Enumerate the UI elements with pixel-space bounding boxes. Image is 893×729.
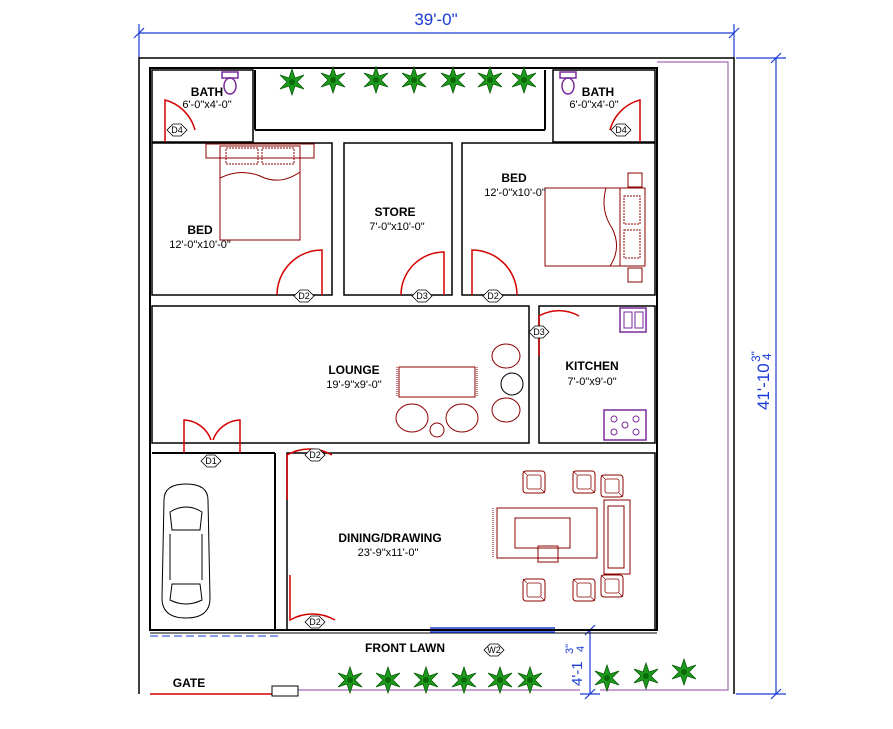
bath-right-name: BATH: [582, 85, 614, 99]
door-swing-d4-left: [164, 99, 196, 142]
tag-d3-kitchen: D3: [528, 325, 550, 339]
room-dining: DINING/DRAWING 23'-9"x11'-0": [286, 448, 656, 633]
bed-left-furniture: [205, 143, 315, 241]
store-name: STORE: [374, 205, 415, 219]
tag-w2-window: W2: [483, 643, 505, 657]
door-swing-d4-right: [609, 99, 641, 142]
tag-d4-left: D4: [166, 123, 188, 137]
door-swing-d3-store: [400, 251, 445, 296]
room-kitchen: KITCHEN 7'-0"x9'-0": [538, 305, 656, 444]
bed-right-furniture: [544, 172, 646, 283]
svg-text:W2: W2: [487, 645, 501, 655]
tag-d2-bed-left: D2: [293, 289, 315, 303]
lawn-dimension-label: 4'-1: [569, 661, 586, 686]
bed-right-size: 12'-0"x10'-0": [484, 187, 546, 199]
plot-boundary: [138, 57, 735, 697]
store-size: 7'-0"x10'-0": [369, 221, 425, 233]
svg-text:D2: D2: [309, 450, 321, 460]
lawn-dimension-fraction: 3": [564, 644, 576, 654]
lounge-size: 19'-9"x9'-0": [326, 379, 382, 391]
bath-right-size: 6'-0"x4'-0": [569, 99, 618, 111]
plants-courtyard: [279, 66, 537, 96]
dimension-width: 39'-0": [133, 10, 740, 58]
door-swing-d2-dining-top: [286, 448, 333, 500]
width-dimension-label: 39'-0": [414, 10, 457, 29]
svg-text:D2: D2: [309, 617, 321, 627]
toilet-icon: [559, 71, 577, 95]
kitchen-name: KITCHEN: [565, 359, 618, 373]
door-swing-d2-dining-bottom: [289, 575, 336, 622]
door-swing-d1-a: [183, 419, 212, 453]
plants-front-lawn: [337, 658, 697, 694]
door-swing-d1-b: [212, 419, 241, 453]
room-lounge: LOUNGE 19'-9"x9'-0": [151, 305, 530, 444]
tag-d4-right: D4: [610, 123, 632, 137]
svg-text:D3: D3: [533, 327, 545, 337]
svg-text:D4: D4: [171, 125, 183, 135]
dining-size: 23'-9"x11'-0": [358, 547, 419, 559]
dimension-lawn: 4'-1 3" 4: [564, 624, 600, 700]
svg-text:D4: D4: [615, 125, 627, 135]
bath-left-size: 6'-0"x4'-0": [182, 99, 231, 111]
tag-d2-dining-bottom: D2: [304, 615, 326, 629]
stove-icon: [603, 409, 647, 441]
door-swing-d2-bed-right: [471, 249, 518, 296]
bed-right-name: BED: [501, 171, 527, 185]
room-bed-left: BED 12'-0"x10'-0": [151, 142, 333, 296]
sofa-set: [492, 470, 631, 602]
door-swing-d3-kitchen: [538, 309, 580, 356]
door-swing-d2-bed-left: [276, 249, 323, 296]
garage: [152, 419, 276, 630]
door-tags: D4 D4 D2 D3 D2 D3 D1 D2: [166, 123, 632, 657]
bath-left-name: BATH: [191, 85, 223, 99]
bed-left-name: BED: [187, 223, 213, 237]
depth-dimension-fraction: 3": [749, 351, 763, 362]
car-icon: [161, 483, 211, 619]
room-bath-right: BATH 6'-0"x4'-0": [544, 69, 656, 143]
lounge-name: LOUNGE: [328, 363, 379, 377]
depth-dimension-label: 41'-10: [754, 363, 773, 410]
kitchen-size: 7'-0"x9'-0": [567, 376, 616, 388]
gate-label: GATE: [173, 676, 205, 690]
svg-text:D2: D2: [298, 291, 310, 301]
depth-dimension-denominator: 4: [760, 353, 774, 360]
room-bed-right: BED 12'-0"x10'-0": [461, 142, 656, 296]
window-w2: [430, 627, 555, 633]
svg-text:D3: D3: [416, 291, 428, 301]
svg-text:D2: D2: [487, 291, 499, 301]
svg-text:D1: D1: [205, 456, 217, 466]
tag-d2-dining-top: D2: [304, 448, 326, 462]
lounge-furniture: [395, 343, 524, 438]
room-bath-left: BATH 6'-0"x4'-0": [151, 69, 545, 143]
tag-d2-bed-right: D2: [482, 289, 504, 303]
tag-d1-garage: D1: [200, 454, 222, 468]
room-store: STORE 7'-0"x10'-0": [343, 142, 453, 296]
bed-left-size: 12'-0"x10'-0": [169, 239, 231, 251]
toilet-icon: [221, 71, 239, 95]
tag-d3-store: D3: [411, 289, 433, 303]
front-lawn-label: FRONT LAWN: [365, 641, 445, 655]
lawn-dimension-denominator: 4: [575, 646, 587, 652]
dimension-depth: 41'-10 3" 4: [736, 52, 786, 700]
sink-icon: [619, 307, 647, 333]
dining-name: DINING/DRAWING: [338, 531, 441, 545]
